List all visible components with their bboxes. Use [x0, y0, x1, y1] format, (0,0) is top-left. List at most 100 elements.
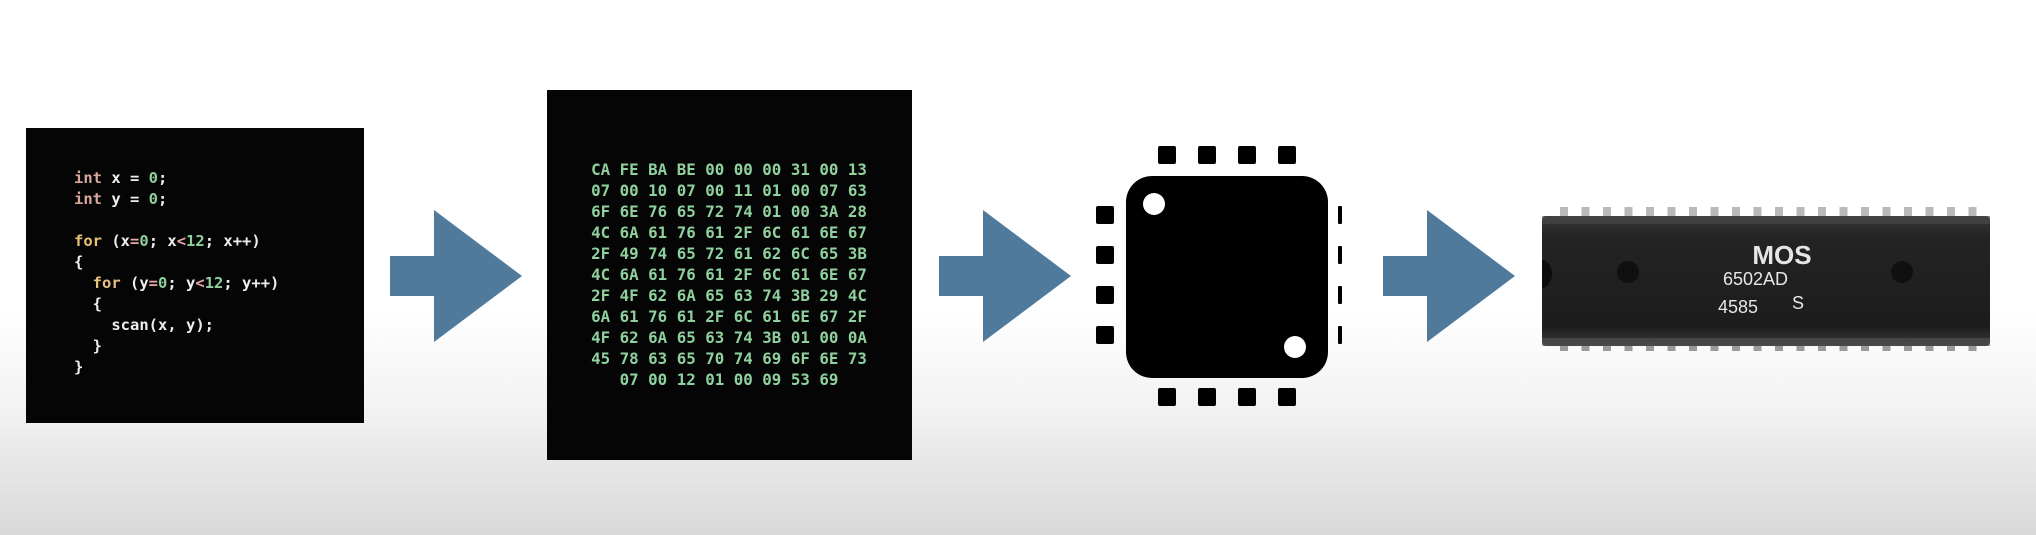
code-line: {: [74, 294, 279, 315]
code-token: y =: [102, 190, 149, 208]
code-line: }: [74, 336, 279, 357]
chip-pin: [1839, 207, 1848, 217]
chip-pin: [1904, 345, 1912, 351]
code-token: 0: [148, 190, 159, 208]
code-line: for (y=0; y<12; y++): [74, 273, 280, 294]
code-line: int x = 0;: [74, 168, 279, 189]
chip-date-code: 4585: [1718, 297, 1758, 317]
code-token: scan(x, y);: [74, 316, 214, 334]
chip-pin: [1753, 345, 1762, 351]
bytecode-line: 2F 4F 62 6A 65 63 74 3B 29 4C: [591, 286, 867, 305]
chip-pin: [1689, 345, 1697, 351]
code-token: (y: [120, 274, 149, 292]
chip-part-number: 6502AD: [1723, 269, 1788, 289]
code-line: {: [74, 252, 279, 273]
code-token: ;: [158, 190, 168, 208]
chip-pin: [1861, 207, 1869, 217]
code-token: 12: [186, 232, 205, 250]
chip-pin: [1667, 207, 1676, 217]
chip-pin: [1753, 207, 1762, 217]
code-token: {: [74, 295, 102, 313]
code-token: ; y++): [223, 274, 280, 292]
code-token: 0: [139, 232, 149, 250]
chip-pin: [1925, 207, 1934, 217]
chip-pin: [1560, 345, 1568, 351]
code-token: int: [74, 169, 102, 187]
code-line: }: [74, 357, 279, 378]
code-token: {: [74, 253, 84, 271]
chip-pin: [1968, 207, 1977, 217]
chip-pin: [1818, 345, 1826, 351]
code-line: scan(x, y);: [74, 315, 279, 336]
code-token: ;: [158, 169, 168, 187]
bytecode-line: 6F 6E 76 65 72 74 01 00 3A 28: [591, 202, 867, 221]
chip-pin: [1603, 207, 1611, 217]
chip-pin: [1968, 345, 1977, 351]
chip-logo: MOS: [1752, 240, 1811, 270]
chip-pin: [1710, 207, 1719, 217]
chip-pin: [1667, 345, 1676, 351]
code-token: <: [195, 274, 205, 292]
code-line: int y = 0;: [74, 189, 279, 210]
bytecode-line: CA FE BA BE 00 00 00 31 00 13: [591, 160, 867, 179]
bytecode-line: 4C 6A 61 76 61 2F 6C 61 6E 67: [591, 265, 867, 284]
code-token: =: [148, 274, 159, 292]
code-line: for (x=0; x<12; x++): [74, 231, 279, 252]
chip-pin: [1710, 345, 1719, 351]
code-token: <: [176, 232, 187, 250]
code-token: 0: [148, 169, 159, 187]
chip-pin: [1581, 207, 1590, 217]
chip-pin: [1689, 207, 1697, 217]
chip-pin: [1796, 345, 1805, 351]
code-token: ; y: [167, 274, 196, 292]
chip-pin: [1560, 207, 1568, 217]
source-code-text: int x = 0;int y = 0;for (x=0; x<12; x++)…: [74, 168, 279, 378]
chip-pin: [1624, 345, 1633, 351]
arrow-right-icon: [1383, 210, 1515, 342]
code-token: 12: [204, 274, 224, 292]
bytecode-line: 07 00 12 01 00 09 53 69: [619, 370, 839, 389]
chip-pin: [1947, 345, 1955, 351]
chip-pin: [1925, 345, 1934, 351]
code-token: [74, 274, 93, 292]
ic-chip-photo: MOS 6502AD 4585 S: [1542, 207, 1990, 351]
code-token: }: [74, 337, 102, 355]
bytecode-text: CA FE BA BE 00 00 00 31 00 13 07 00 10 07…: [569, 159, 889, 390]
bytecode-line: 07 00 10 07 00 11 01 00 07 63: [591, 181, 867, 200]
bytecode-line: 4F 62 6A 65 63 74 3B 01 00 0A: [591, 328, 867, 347]
chip-pin: [1904, 207, 1912, 217]
code-token: ; x: [148, 232, 177, 250]
arrow-right-icon: [939, 210, 1071, 342]
chip-pin: [1775, 207, 1783, 217]
cpu-chip-icon: [1096, 146, 1342, 406]
code-token: (x: [102, 232, 130, 250]
code-token: for: [74, 232, 102, 250]
code-token: =: [130, 232, 140, 250]
code-token: int: [74, 190, 102, 208]
chip-pin: [1861, 345, 1869, 351]
bytecode-panel: CA FE BA BE 00 00 00 31 00 13 07 00 10 07…: [547, 90, 912, 460]
code-token: ; x++): [204, 232, 261, 250]
chip-pin: [1882, 207, 1891, 217]
arrow-right-icon: [390, 210, 522, 342]
chip-pin: [1624, 207, 1633, 217]
chip-pin: [1796, 207, 1805, 217]
chip-pin: [1818, 207, 1826, 217]
chip-suffix: S: [1792, 293, 1804, 313]
code-token: 0: [158, 274, 168, 292]
code-token: x =: [102, 169, 149, 187]
bytecode-line: 2F 49 74 65 72 61 62 6C 65 3B: [591, 244, 867, 263]
chip-pin: [1732, 207, 1740, 217]
chip-pin: [1947, 207, 1955, 217]
bytecode-line: 4C 6A 61 76 61 2F 6C 61 6E 67: [591, 223, 867, 242]
code-token: }: [74, 358, 84, 376]
chip-pin: [1603, 345, 1611, 351]
bytecode-line: 6A 61 76 61 2F 6C 61 6E 67 2F: [591, 307, 867, 326]
chip-pin: [1775, 345, 1783, 351]
chip-pin: [1882, 345, 1891, 351]
bytecode-line: 45 78 63 65 70 74 69 6F 6E 73: [591, 349, 867, 368]
chip-pin: [1839, 345, 1848, 351]
chip-pin: [1581, 345, 1590, 351]
chip-pin: [1732, 345, 1740, 351]
code-line: [74, 210, 279, 231]
